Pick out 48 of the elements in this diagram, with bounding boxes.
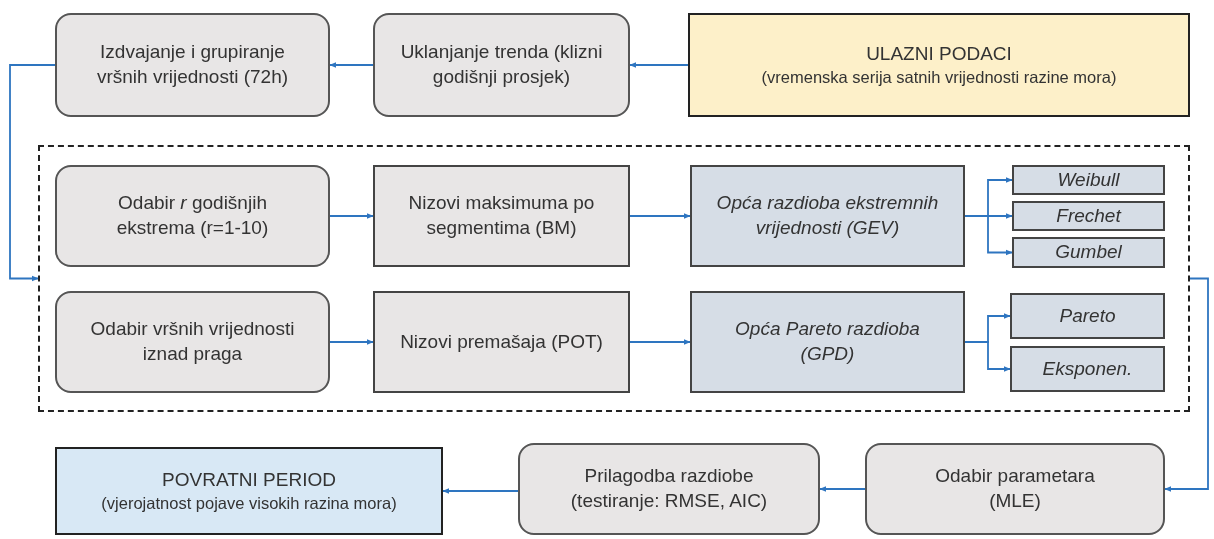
distribution-box	[690, 165, 965, 267]
process-box	[865, 443, 1165, 535]
box-label: Prilagodba razdiobe (testiranje: RMSE, AIC)	[569, 464, 769, 513]
dashed-group-frame	[38, 145, 1190, 412]
box-label: Frechet	[1055, 203, 1123, 228]
distribution-type-box	[1012, 165, 1165, 195]
distribution-type-box	[1012, 201, 1165, 231]
box-label: Odabir r godišnjih ekstrema (r=1-10)	[115, 191, 270, 240]
box-label: Opća Pareto razdioba (GPD)	[734, 317, 921, 366]
arrow	[629, 339, 691, 345]
box-label: Nizovi maksimuma po segmentima (BM)	[407, 191, 596, 240]
box-heading: ULAZNI PODACI	[865, 41, 1013, 66]
process-box	[518, 443, 820, 535]
arrow	[629, 213, 691, 219]
arrow	[629, 62, 689, 68]
arrow	[9, 64, 56, 282]
box-label: Izdvajanje i grupiranje vršnih vrijednosti (72h)	[95, 40, 290, 89]
distribution-box	[690, 291, 965, 393]
arrow	[329, 339, 374, 345]
result-box	[55, 447, 443, 535]
process-box	[373, 165, 630, 267]
process-box	[373, 291, 630, 393]
distribution-type-box	[1012, 237, 1165, 268]
box-label: Opća razdioba ekstremnih vrijednosti (GEV)	[715, 191, 940, 240]
arrow	[442, 488, 519, 494]
box-heading: POVRATNI PERIOD	[161, 467, 337, 492]
distribution-type-box	[1010, 346, 1165, 392]
box-subtitle: (vremenska serija satnih vrijednosti razine mora)	[760, 66, 1118, 88]
input-box	[688, 13, 1190, 117]
arrow	[329, 213, 374, 219]
arrow	[964, 341, 1011, 372]
box-label: Gumbel	[1054, 240, 1123, 265]
process-box	[55, 165, 330, 267]
box-label: Odabir vršnih vrijednosti iznad praga	[89, 317, 296, 366]
box-label: Pareto	[1058, 303, 1117, 328]
box-label: Eksponen.	[1041, 356, 1134, 381]
box-label: Uklanjanje trenda (klizni godišnji prosjek)	[399, 40, 604, 89]
box-subtitle: (vjerojatnost pojave visokih razina mora)	[100, 492, 398, 514]
arrow	[819, 486, 866, 492]
box-label: Odabir parametara (MLE)	[934, 464, 1096, 513]
process-box	[55, 291, 330, 393]
process-box	[373, 13, 630, 117]
box-label: Nizovi premašaja (POT)	[399, 329, 604, 354]
arrow	[1164, 277, 1209, 492]
arrow	[329, 62, 374, 68]
process-box	[55, 13, 330, 117]
distribution-type-box	[1010, 293, 1165, 339]
box-label: Weibull	[1056, 167, 1121, 192]
